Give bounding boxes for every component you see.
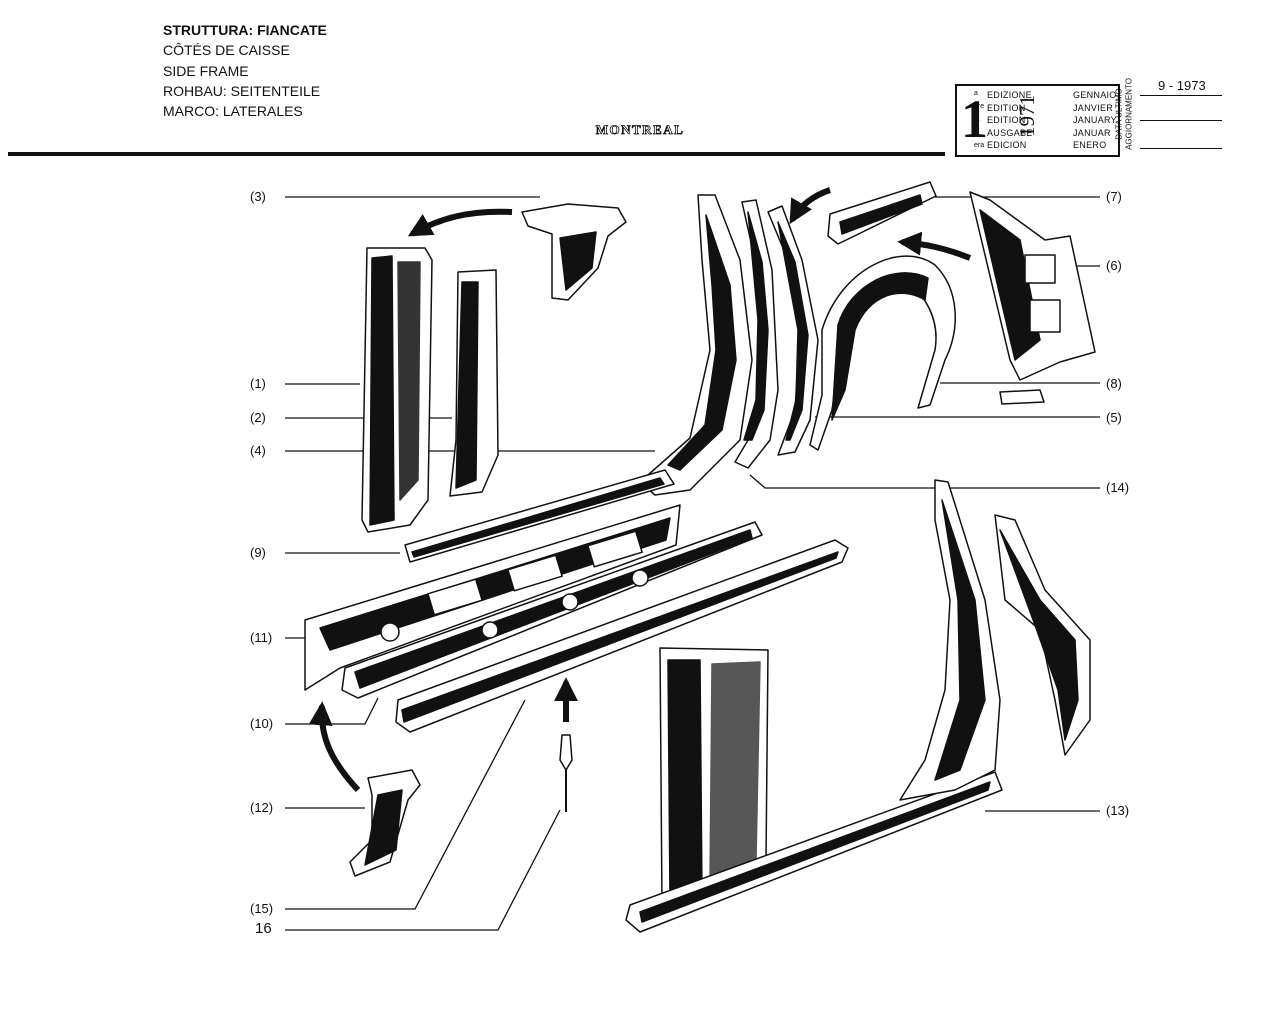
part-10-hole	[380, 622, 400, 642]
direction-arrow-icon	[789, 187, 832, 225]
update-rule	[1140, 120, 1222, 121]
part-12-shading	[364, 789, 403, 866]
callout-12: (12)	[250, 800, 274, 815]
callout-11: (11)	[250, 630, 273, 645]
edition-suffix: a	[974, 90, 978, 97]
part-3-shading	[559, 231, 597, 291]
part-10-hole	[561, 593, 579, 611]
part-5-shading	[777, 221, 809, 441]
part-11-opening	[507, 554, 563, 592]
header-rule	[8, 152, 945, 156]
title-french: CÔTÉS DE CAISSE	[163, 42, 290, 59]
part-8-shading	[831, 272, 929, 421]
callout-14: (14)	[1106, 480, 1130, 495]
edition-number: 1	[961, 89, 988, 149]
part-11-opening	[587, 530, 643, 568]
title-german: ROHBAU: SEITENTEILE	[163, 82, 321, 99]
part-13-shading	[667, 659, 703, 901]
page-titles: STRUTTURA: FIANCATE CÔTÉS DE CAISSE SIDE…	[163, 20, 327, 121]
callout-6: (6)	[1106, 258, 1122, 273]
part-4-shading	[667, 214, 737, 471]
part-13-shading	[639, 781, 991, 923]
update-rule	[1140, 95, 1222, 96]
direction-arrow-icon	[308, 701, 361, 793]
part-10-shading	[354, 529, 753, 689]
edition-month: JANVIER	[1073, 102, 1114, 113]
edition-month: JANUAR	[1073, 127, 1111, 138]
callout-3: (3)	[250, 189, 266, 204]
part-13-shading	[999, 529, 1079, 741]
title-spanish: MARCO: LATERALES	[163, 103, 303, 120]
part-1-shading	[369, 255, 395, 526]
callout-5: (5)	[1106, 410, 1122, 425]
edition-suffix: era	[974, 142, 985, 149]
part-6-tab	[999, 389, 1045, 405]
part-13-shading	[934, 499, 986, 781]
callout-1: (1)	[250, 376, 266, 391]
title-english: SIDE FRAME	[163, 62, 249, 79]
edition-suffix: .	[974, 129, 976, 136]
part-1-shading	[397, 261, 421, 501]
edition-word: EDITION	[987, 102, 1026, 113]
edition-box: 1 a ere st . era EDIZIONE EDITION EDITIO…	[955, 84, 1120, 157]
part-15-shading	[401, 551, 839, 723]
edition-word: EDIZIONE	[987, 90, 1032, 100]
leader-line	[749, 474, 1100, 489]
edition-word: EDICION	[987, 140, 1027, 150]
callout-7: (7)	[1106, 189, 1122, 204]
part-9-shading	[411, 477, 665, 558]
update-value: 9 - 1973	[1158, 78, 1206, 93]
edition-words: EDIZIONE EDITION EDITION AUSGABE EDICION	[987, 89, 1033, 152]
part-10-hole	[631, 569, 649, 587]
edition-word: EDITION	[987, 115, 1026, 125]
callout-8: (8)	[1106, 376, 1122, 391]
direction-arrow-icon	[407, 208, 513, 237]
callout-2: (2)	[250, 410, 266, 425]
edition-word: AUSGABE	[987, 127, 1033, 138]
part-14-shading	[743, 211, 769, 441]
model-name: MONTREAL	[595, 122, 685, 138]
part-6-shading	[979, 209, 1041, 361]
update-rule	[1140, 148, 1222, 149]
edition-suffix: ere	[974, 103, 985, 110]
callout-16: 16	[255, 920, 272, 937]
edition-suffix: st	[974, 116, 980, 123]
part-16-rivet	[559, 734, 573, 771]
part-7-shading	[839, 194, 923, 235]
leader-line	[285, 697, 379, 725]
part-10-hole	[481, 621, 499, 639]
edition-month: JANUARY	[1073, 115, 1117, 125]
part-2-shading	[455, 281, 479, 489]
callout-13: (13)	[1106, 803, 1130, 818]
edition-month: GENNAIO	[1073, 90, 1117, 100]
callout-10: (10)	[250, 716, 274, 731]
part-11-shading	[319, 517, 671, 651]
direction-arrow-icon	[897, 231, 972, 261]
title-italian: STRUTTURA: FIANCATE	[163, 22, 327, 38]
leader-line	[285, 809, 561, 931]
part-6-opening	[1024, 254, 1056, 284]
leader-line	[285, 699, 526, 910]
callout-15: (15)	[250, 901, 274, 916]
edition-months: GENNAIO JANVIER JANUARY JANUAR ENERO	[1073, 89, 1117, 152]
part-13-shading	[709, 661, 761, 886]
part-6-opening	[1029, 299, 1061, 333]
callout-9: (9)	[250, 545, 266, 560]
callout-4: (4)	[250, 443, 266, 458]
edition-month: ENERO	[1073, 140, 1107, 150]
part-11-opening	[427, 578, 483, 616]
